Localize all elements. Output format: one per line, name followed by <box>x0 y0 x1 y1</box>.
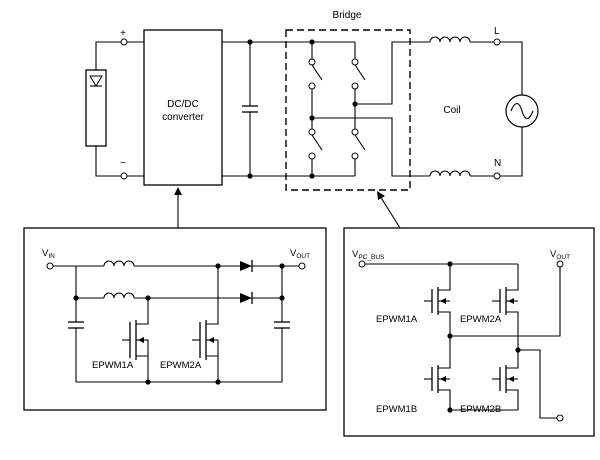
line-L-label: L <box>494 26 500 37</box>
dcdc-label-line2: converter <box>162 112 204 123</box>
inductor-icon <box>429 36 471 177</box>
bridge-epwm1b-label: EPWM1B <box>376 404 417 415</box>
minus-label: − <box>120 158 126 169</box>
dc-bus <box>222 39 312 179</box>
boost-epwm1a-label: EPWM1A <box>92 360 134 371</box>
boost-detail-box <box>23 227 327 411</box>
pv-wiring <box>95 41 122 177</box>
dcdc-converter-block: DC/DC converter <box>143 29 223 186</box>
vout-label-boost: VOUT <box>290 248 310 260</box>
boost-detail-circuit: VIN VOUT <box>42 248 310 385</box>
bridge-label: Bridge <box>333 10 362 21</box>
switch-icon <box>311 64 323 81</box>
plus-label: + <box>120 28 126 39</box>
bridge-switches <box>308 39 430 179</box>
line-L-terminal <box>493 38 501 46</box>
line-N-terminal <box>493 172 501 180</box>
mosfet-icon <box>122 318 149 362</box>
bridge-detail-box <box>343 227 595 437</box>
line-N-label: N <box>494 158 501 169</box>
boost-epwm2a-label: EPWM2A <box>160 360 202 371</box>
vout-label-bridge: VOUT <box>550 249 570 261</box>
solar-panel-icon <box>85 69 107 147</box>
coil-label: Coil <box>443 105 460 116</box>
bridge-detail-circuit: VPC_BUS VOUT <box>352 249 570 422</box>
vpc-bus-label: VPC_BUS <box>352 249 385 261</box>
bridge-epwm2a-label: EPWM2A <box>460 314 502 325</box>
ac-source-icon <box>500 41 539 177</box>
bridge-boundary <box>285 29 411 191</box>
plus-terminal <box>120 38 128 46</box>
vin-label: VIN <box>42 248 55 260</box>
bridge-epwm2b-label: EPWM2B <box>460 404 501 415</box>
callout-arrows <box>174 187 401 229</box>
bridge-epwm1a-label: EPWM1A <box>376 314 418 325</box>
minus-terminal <box>120 172 128 180</box>
dcdc-label-line1: DC/DC <box>167 99 199 110</box>
